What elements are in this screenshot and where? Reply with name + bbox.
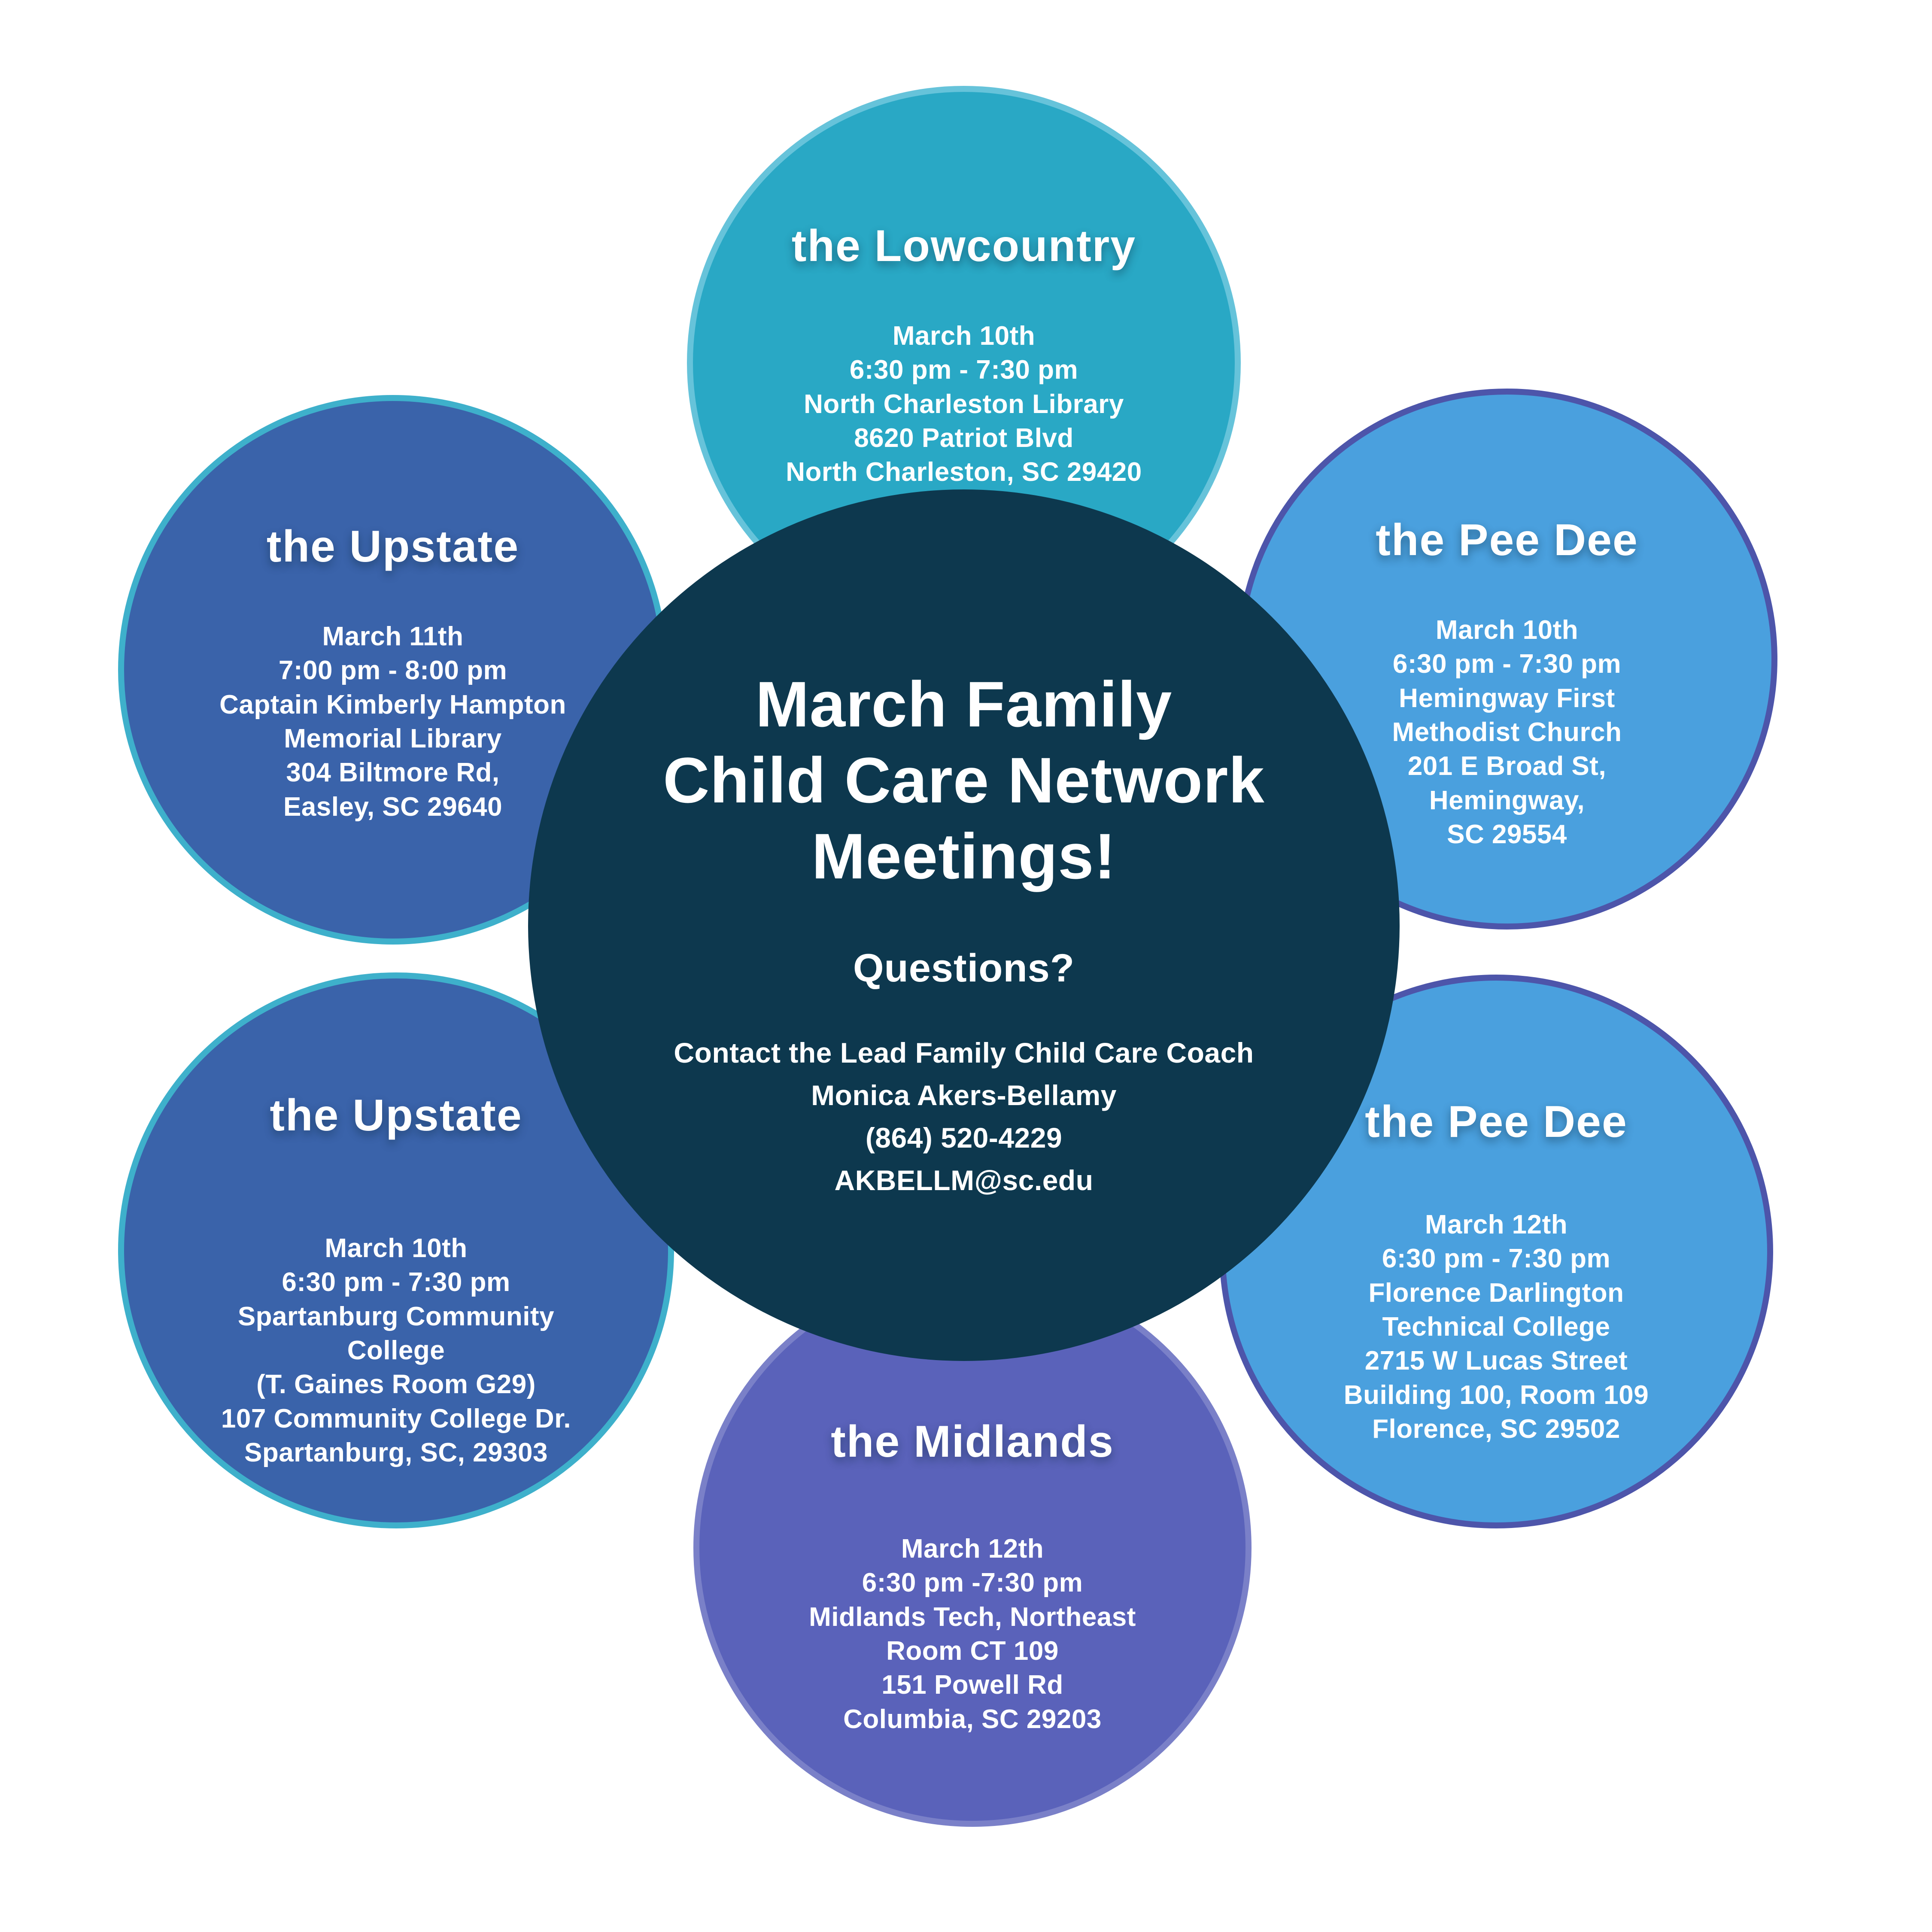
- detail-line: Spartanburg, SC, 29303: [244, 1438, 548, 1468]
- detail-line: 6:30 pm - 7:30 pm: [849, 355, 1078, 385]
- detail-line: 304 Biltmore Rd,: [286, 758, 500, 788]
- detail-line: Room CT 109: [886, 1636, 1059, 1666]
- detail-line: North Charleston Library: [804, 389, 1124, 419]
- region-name: the Pee Dee: [1365, 1097, 1628, 1147]
- questions-heading: Questions?: [853, 946, 1075, 990]
- detail-line: March 12th: [901, 1534, 1044, 1564]
- detail-line: (T. Gaines Room G29): [256, 1370, 536, 1400]
- detail-line: March 10th: [1435, 615, 1579, 645]
- detail-line: SC 29554: [1447, 820, 1567, 850]
- detail-line: Methodist Church: [1392, 717, 1622, 747]
- detail-line: 151 Powell Rd: [881, 1670, 1063, 1700]
- title-line: March Family: [755, 668, 1173, 740]
- region-name: the Lowcountry: [791, 221, 1136, 271]
- detail-line: 6:30 pm - 7:30 pm: [1382, 1244, 1611, 1274]
- region-details: March 10th 6:30 pm - 7:30 pm North Charles…: [786, 319, 1142, 489]
- center-circle: March Family Child Care Network Meetings…: [528, 489, 1400, 1361]
- detail-line: Technical College: [1382, 1312, 1610, 1342]
- detail-line: 6:30 pm - 7:30 pm: [1392, 649, 1622, 679]
- detail-line: Captain Kimberly Hampton: [219, 690, 566, 720]
- detail-line: Florence, SC 29502: [1372, 1414, 1620, 1444]
- detail-line: Spartanburg Community: [237, 1301, 555, 1331]
- contact-info: Contact the Lead Family Child Care Coach…: [674, 1032, 1254, 1202]
- detail-line: 7:00 pm - 8:00 pm: [278, 656, 507, 686]
- region-details: March 12th 6:30 pm -7:30 pm Midlands Tech,…: [809, 1532, 1136, 1736]
- region-circle-upstate-march-10: the Upstate March 10th 6:30 pm - 7:30 pm S…: [118, 972, 674, 1528]
- detail-line: March 12th: [1425, 1210, 1568, 1239]
- detail-line: 6:30 pm - 7:30 pm: [282, 1267, 510, 1297]
- region-name: the Upstate: [270, 1091, 522, 1140]
- detail-line: 6:30 pm -7:30 pm: [862, 1568, 1083, 1598]
- detail-line: College: [347, 1336, 445, 1366]
- region-details: March 12th 6:30 pm - 7:30 pm Florence Darl…: [1344, 1208, 1649, 1446]
- title-line: Meetings!: [811, 820, 1116, 892]
- detail-line: Midlands Tech, Northeast: [809, 1602, 1136, 1632]
- region-name: the Upstate: [266, 522, 519, 571]
- detail-line: Florence Darlington: [1368, 1278, 1624, 1308]
- detail-line: Hemingway First: [1399, 683, 1615, 713]
- detail-line: March 10th: [325, 1233, 468, 1263]
- region-details: March 10th 6:30 pm - 7:30 pm Hemingway Fir…: [1392, 613, 1622, 852]
- detail-line: March 11th: [322, 622, 464, 651]
- detail-line: 8620 Patriot Blvd: [854, 423, 1074, 453]
- region-details: March 10th 6:30 pm - 7:30 pm Spartanburg C…: [221, 1231, 571, 1470]
- detail-line: AKBELLM@sc.edu: [834, 1164, 1094, 1196]
- detail-line: 2715 W Lucas Street: [1364, 1346, 1628, 1376]
- detail-line: Columbia, SC 29203: [843, 1704, 1102, 1734]
- detail-line: (864) 520-4229: [865, 1121, 1063, 1154]
- region-details: March 11th 7:00 pm - 8:00 pm Captain Kimbe…: [219, 620, 566, 824]
- detail-line: North Charleston, SC 29420: [786, 457, 1142, 487]
- detail-line: Building 100, Room 109: [1343, 1380, 1649, 1410]
- detail-line: Easley, SC 29640: [283, 792, 503, 822]
- region-name: the Pee Dee: [1376, 515, 1638, 565]
- detail-line: March 10th: [892, 321, 1036, 351]
- detail-line: Monica Akers-Bellamy: [811, 1079, 1117, 1111]
- region-name: the Midlands: [831, 1417, 1114, 1467]
- detail-line: 107 Community College Dr.: [221, 1403, 571, 1434]
- title-line: Child Care Network: [663, 744, 1265, 816]
- detail-line: Memorial Library: [284, 724, 502, 754]
- flyer-title: March Family Child Care Network Meetings…: [663, 666, 1265, 894]
- detail-line: Hemingway,: [1429, 785, 1585, 815]
- detail-line: Contact the Lead Family Child Care Coach: [674, 1036, 1254, 1069]
- detail-line: 201 E Broad St,: [1407, 751, 1607, 781]
